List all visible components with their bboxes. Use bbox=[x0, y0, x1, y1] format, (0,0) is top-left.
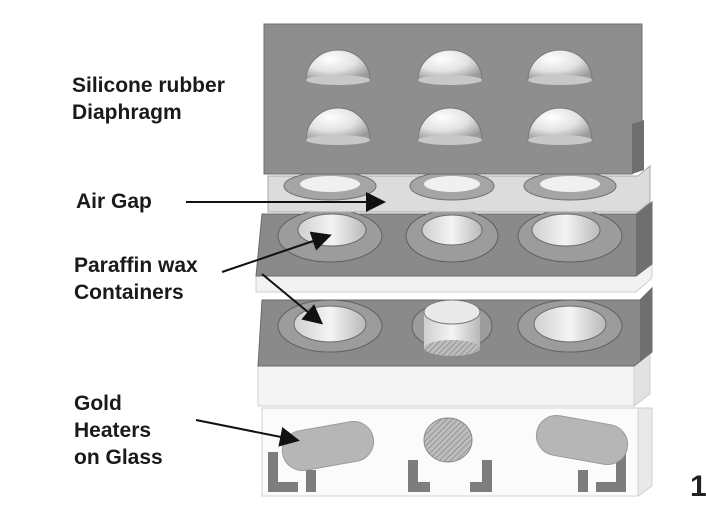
air-gap-spacer bbox=[267, 164, 651, 213]
label-diaphragm: Silicone rubber Diaphragm bbox=[72, 72, 225, 126]
upper-cups bbox=[277, 209, 623, 263]
label-containers: Paraffin wax Containers bbox=[74, 252, 198, 306]
silicone-diaphragm bbox=[263, 23, 644, 175]
heater-arrow bbox=[195, 419, 300, 447]
label-heaters-line2: Heaters bbox=[74, 419, 152, 442]
label-air-gap: Air Gap bbox=[76, 190, 152, 213]
electrode-pads bbox=[268, 452, 626, 492]
callout-arrows bbox=[186, 192, 386, 447]
gold-heaters bbox=[281, 414, 629, 472]
edge-glyph: 1 bbox=[690, 470, 706, 503]
glass-substrate-layer bbox=[261, 407, 653, 497]
label-containers-line1: Paraffin wax bbox=[74, 254, 198, 277]
heater-left bbox=[281, 420, 375, 472]
paraffin-upper-arrow bbox=[221, 231, 332, 273]
label-heaters-line3: on Glass bbox=[74, 446, 163, 469]
paraffin-lower-arrow bbox=[261, 273, 324, 325]
upper-container-layer bbox=[255, 201, 653, 293]
label-heaters-line1: Gold bbox=[74, 392, 122, 415]
lower-cups bbox=[277, 299, 623, 356]
diaphragm-domes bbox=[305, 49, 593, 145]
label-diaphragm-line1: Silicone rubber bbox=[72, 74, 225, 97]
heater-center bbox=[423, 417, 473, 463]
lower-container-layer bbox=[257, 286, 653, 407]
label-containers-line2: Containers bbox=[74, 281, 184, 304]
label-heaters: Gold Heaters on Glass bbox=[74, 390, 163, 471]
label-diaphragm-line2: Diaphragm bbox=[72, 101, 182, 124]
heater-right bbox=[535, 414, 629, 466]
